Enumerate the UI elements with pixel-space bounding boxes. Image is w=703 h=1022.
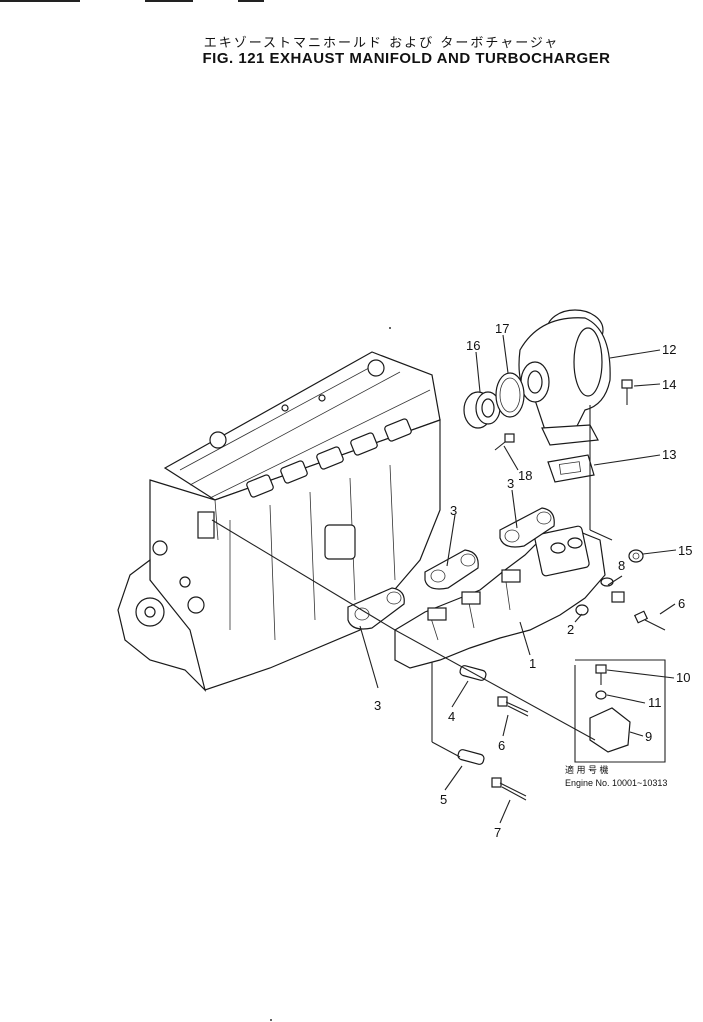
applicability-jp: 適 用 号 機	[565, 764, 609, 775]
top-edge-marks	[0, 0, 703, 4]
callout-4: 4	[448, 709, 455, 724]
callout-10: 10	[676, 670, 690, 685]
manifold-gasket	[347, 587, 405, 630]
alignment-lines	[211, 405, 613, 758]
callout-16: 16	[466, 338, 480, 353]
o-ring	[495, 372, 525, 418]
callout-15: 15	[678, 543, 692, 558]
turbo-gasket	[547, 454, 595, 483]
callout-leaders	[359, 334, 677, 824]
bolt	[491, 777, 527, 801]
callout-2: 2	[567, 622, 574, 637]
inlet-adapter	[463, 391, 501, 429]
callout-6a: 6	[678, 596, 685, 611]
callout-18: 18	[518, 468, 532, 483]
callout-7: 7	[494, 825, 501, 840]
callout-3c: 3	[374, 698, 381, 713]
manifold-gasket	[424, 549, 479, 590]
nut	[628, 549, 644, 563]
callout-9: 9	[645, 729, 652, 744]
manifold-gasket	[499, 507, 555, 548]
bolt	[621, 379, 633, 405]
turbocharger	[518, 309, 611, 446]
stud	[457, 749, 485, 765]
washer	[600, 577, 614, 587]
callout-5: 5	[440, 792, 447, 807]
exhaust-manifold	[394, 525, 606, 669]
callout-11: 11	[648, 695, 662, 710]
nut	[575, 604, 589, 616]
bolt	[497, 696, 529, 717]
figure-title-japanese: エキゾーストマニホールド および ターボチャージャ	[203, 36, 560, 51]
callout-1: 1	[529, 656, 536, 671]
stray-mark	[270, 1019, 272, 1021]
callout-17: 17	[495, 321, 509, 336]
callout-labels: 12 14 13 15 6 10 11 9 8 2 1 17 16 18 3 3…	[374, 321, 692, 840]
stray-mark	[389, 327, 391, 329]
callout-6b: 6	[498, 738, 505, 753]
applicability-engine: Engine No. 10001~10313	[565, 778, 667, 788]
engine-block	[117, 351, 441, 692]
callout-3a: 3	[507, 476, 514, 491]
bracket-option-box	[574, 659, 666, 763]
bolt	[633, 610, 666, 631]
callout-3b: 3	[450, 503, 457, 518]
callout-12: 12	[662, 342, 676, 357]
bolt	[494, 433, 515, 451]
callout-14: 14	[662, 377, 676, 392]
figure-title: FIG. 121 EXHAUST MANIFOLD AND TURBOCHARG…	[202, 50, 611, 67]
callout-13: 13	[662, 447, 676, 462]
callout-8: 8	[618, 558, 625, 573]
